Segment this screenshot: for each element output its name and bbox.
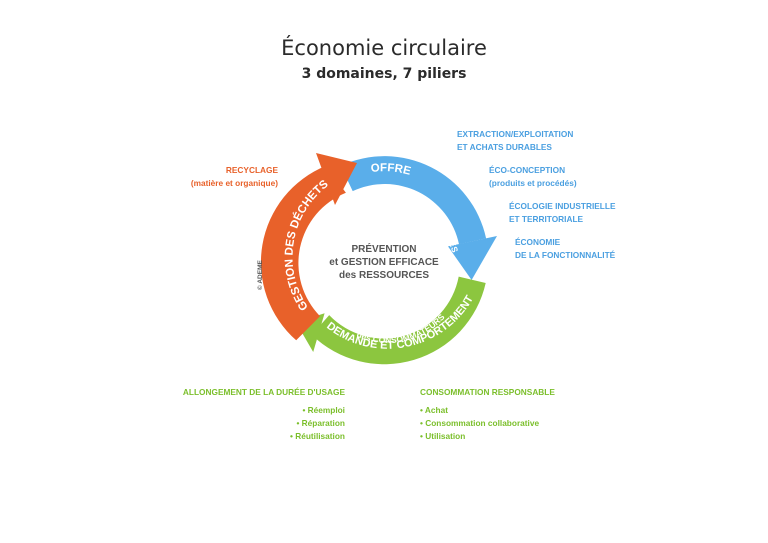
pillar-label: ÉCOLOGIE INDUSTRIELLE [509,201,616,211]
pillar-label: DE LA FONCTIONNALITÉ [515,250,616,260]
diagram-title: Économie circulaire [281,36,487,60]
pillar-title: ALLONGEMENT DE LA DURÉE D'USAGE [182,387,345,397]
green-pillar-allongement: ALLONGEMENT DE LA DURÉE D'USAGE • Réempl… [180,386,345,443]
pillar-label: ET ACHATS DURABLES [457,142,552,152]
copyright-mark: © ADEME [256,260,264,290]
list-item: • Consommation collaborative [420,418,540,428]
list-item: • Réutilisation [290,431,345,441]
list-item: • Réparation [296,418,345,428]
pillar-label: EXTRACTION/EXPLOITATION [457,129,574,139]
orange-arrowhead [316,153,357,205]
blue-arc-main-label: OFFRE [370,162,412,178]
pillar-label: RECYCLAGE [225,165,278,175]
green-pillar-consommation: CONSOMMATION RESPONSABLE • Achat • Conso… [420,386,555,443]
center-line-1: PRÉVENTION [351,242,416,255]
blue-pillar-eco-conception: ÉCO-CONCEPTION (produits et procédés) [489,164,577,190]
pillar-title: CONSOMMATION RESPONSABLE [420,387,555,397]
pillar-label: ÉCONOMIE [515,237,561,247]
blue-arc-offre [340,156,487,245]
orange-arc-dechets [260,165,346,341]
pillar-label: ÉCO-CONCEPTION [489,165,566,175]
center-line-3: des RESSOURCES [339,270,429,281]
center-line-2: et GESTION EFFICACE [329,257,439,268]
green-arc-demande [311,276,486,365]
blue-pillar-ecologie-industrielle: ÉCOLOGIE INDUSTRIELLE ET TERRITORIALE [509,200,615,226]
blue-pillar-fonctionnalite: ÉCONOMIE DE LA FONCTIONNALITÉ [515,236,615,262]
orange-pillar-recyclage: RECYCLAGE (matière et organique) [170,164,278,190]
pillar-label: (matière et organique) [190,178,278,188]
diagram-subtitle: 3 domaines, 7 piliers [301,66,467,82]
pillar-label: (produits et procédés) [489,178,577,188]
list-item: • Réemploi [302,405,345,415]
list-item: • Achat [420,405,448,415]
blue-arrowhead [448,236,497,280]
blue-pillar-extraction: EXTRACTION/EXPLOITATION ET ACHATS DURABL… [457,128,573,154]
list-item: • Utilisation [420,431,466,441]
pillar-label: ET TERRITORIALE [509,214,584,224]
